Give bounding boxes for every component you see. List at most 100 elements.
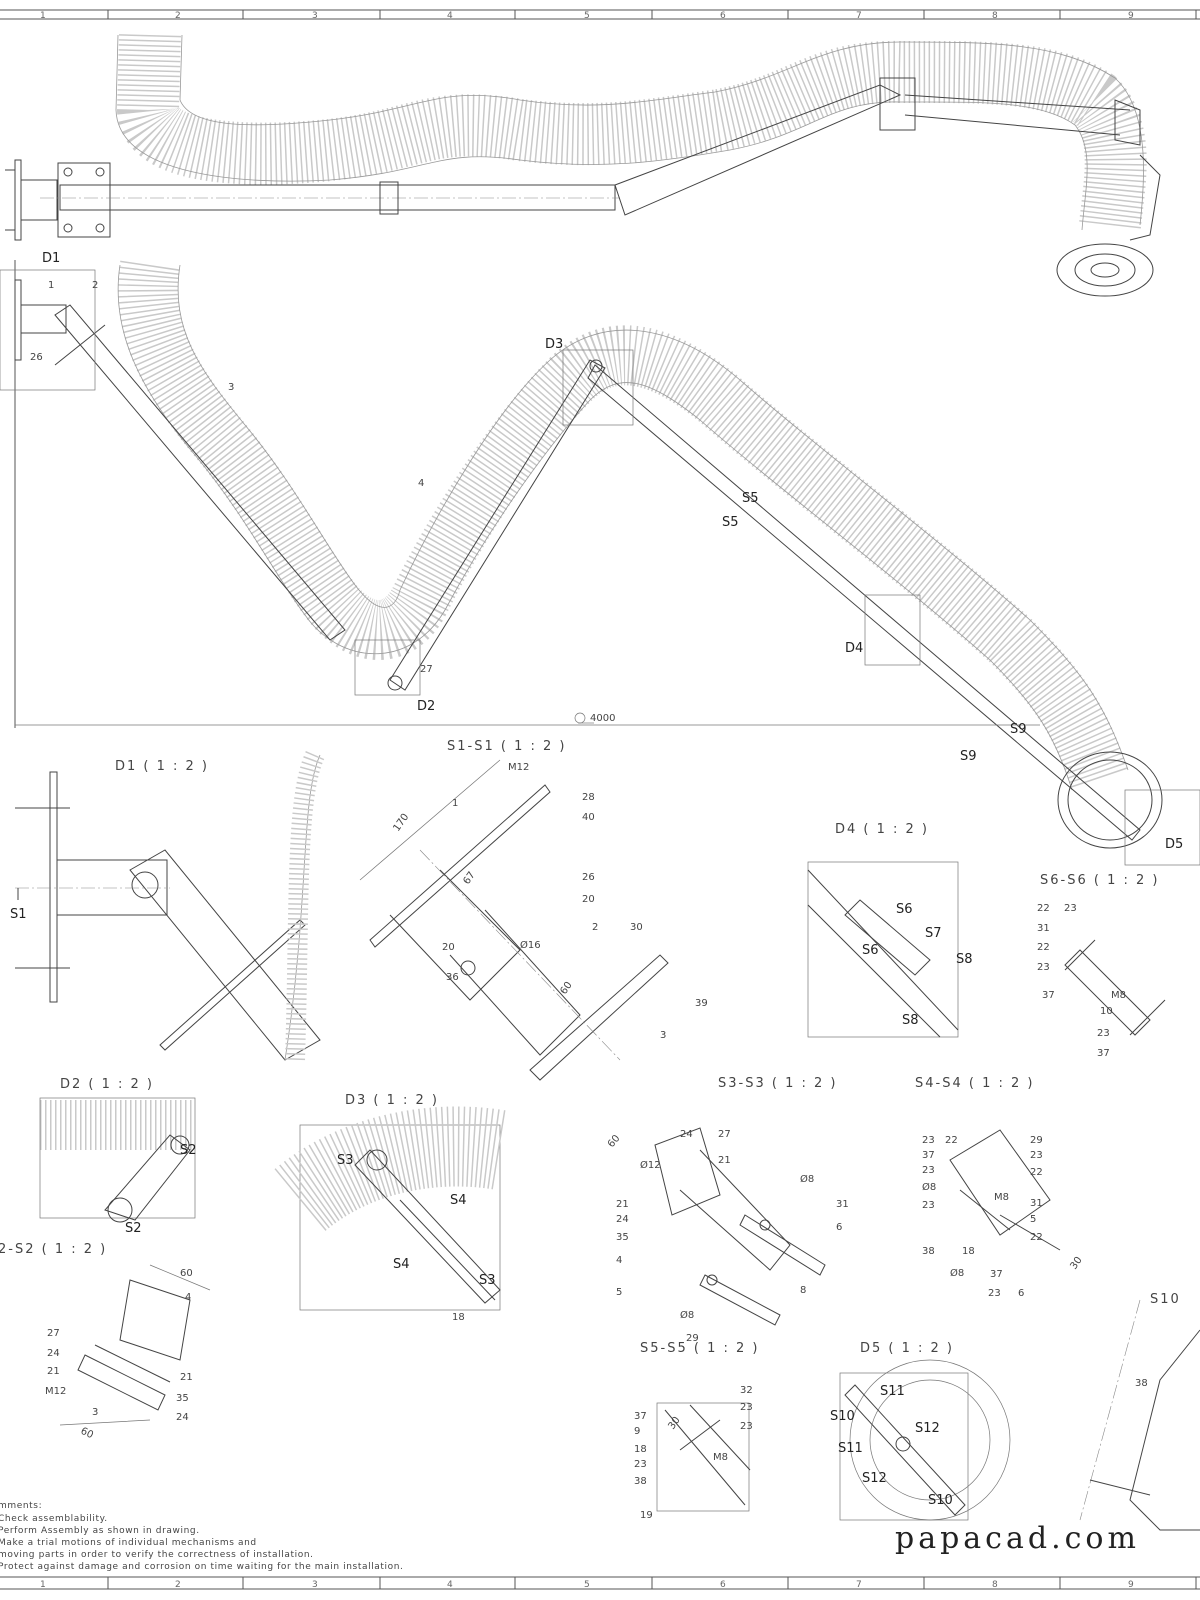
callout-label: 4 [616,1255,622,1266]
callout-label: 22 [945,1135,958,1146]
view-title-d1: D1 ( 1 : 2 ) [115,759,209,774]
callout-label: 27 [420,664,433,675]
callout-label: Ø12 [640,1159,661,1171]
callout-label: 21 [180,1372,193,1383]
callout-label: S4 [450,1193,467,1208]
callout-label: 24 [47,1348,60,1359]
callout-label: 37 [922,1150,935,1161]
callout-label: 37 [634,1411,647,1422]
callout-label: 60 [79,1426,95,1441]
callout-label: D4 [845,641,863,656]
callout-label: 10 [1100,1006,1113,1017]
column-number: 1 [40,1580,46,1590]
callout-label: 31 [1037,923,1050,934]
callout-label: S8 [902,1013,919,1028]
callout-label: 4 [418,478,424,489]
section-s10-drawing [1079,1299,1200,1531]
callout-label: 24 [176,1412,189,1423]
callout-label: 1 [452,798,458,809]
callout-label: M8 [994,1192,1009,1203]
callout-label: S5 [742,491,759,506]
callout-label: 20 [442,942,455,953]
callout-label: 30 [1068,1255,1084,1272]
callout-label: S4 [393,1257,410,1272]
callout-label: 35 [176,1393,189,1404]
view-title-d5: D5 ( 1 : 2 ) [860,1341,954,1356]
callout-label: 5 [1030,1214,1036,1225]
column-number: 7 [856,11,862,21]
detail-d3-drawing [274,1106,507,1311]
callout-label: 29 [686,1333,699,1344]
callout-label: 6 [1018,1288,1024,1299]
callout-label: 23 [922,1165,935,1176]
callout-label: M8 [713,1452,728,1463]
overall-length-dimension: 4000 [590,713,615,724]
callout-label: S10 [830,1409,855,1424]
callout-label: S3 [337,1153,354,1168]
callout-label: 23 [922,1135,935,1146]
view-title-s4: S4-S4 ( 1 : 2 ) [915,1076,1034,1091]
callout-label: 29 [1030,1135,1043,1146]
callout-label: 40 [582,812,595,823]
callout-label: S12 [862,1471,887,1486]
callout-label: Ø8 [950,1267,964,1279]
callout-label: 38 [922,1246,935,1257]
callout-label: 4 [185,1292,191,1303]
detail-d1-drawing [15,750,325,1061]
callout-label: 2 [592,922,598,933]
callout-label: 22 [1037,903,1050,914]
callout-label: 24 [680,1129,693,1140]
callout-label: 2 [92,280,98,291]
callout-label: S5 [722,515,739,530]
callout-label: 5 [616,1287,622,1298]
main-view [0,260,1200,866]
comment-line: Perform Assembly as shown in drawing. [0,1526,200,1536]
callout-label: 3 [660,1030,666,1041]
callout-label: 22 [1030,1232,1043,1243]
callout-label: 27 [47,1328,60,1339]
callout-label: M12 [45,1386,66,1397]
callout-label: 21 [47,1366,60,1377]
column-number: 3 [312,1580,318,1590]
callout-label: 36 [446,972,459,983]
section-s6-drawing [1064,939,1166,1036]
comments-block: mments: Check assemblability. Perform As… [0,1501,404,1572]
detail-d4-drawing [807,861,959,1038]
callout-label: Ø16 [520,939,541,951]
callout-label: Ø8 [922,1181,936,1193]
callout-label: 22 [1037,942,1050,953]
callout-label: 38 [1135,1378,1148,1389]
section-s1-drawing [359,759,669,1081]
callout-label: 18 [634,1444,647,1455]
callout-label: 26 [582,872,595,883]
hose-main [118,260,1129,790]
callout-label: 170 [391,812,411,834]
callout-label: 31 [836,1199,849,1210]
callout-label: S11 [838,1441,863,1456]
callout-label: 60 [606,1133,623,1150]
callout-label: 23 [1097,1028,1110,1039]
callout-label: 27 [718,1129,731,1140]
callout-label: 23 [1030,1150,1043,1161]
section-s5-drawing [656,1402,751,1512]
view-title-d4: D4 ( 1 : 2 ) [835,822,929,837]
callout-label: 60 [180,1268,193,1279]
callout-label: M8 [1111,990,1126,1001]
callout-label: 31 [1030,1198,1043,1209]
callout-label: 23 [922,1200,935,1211]
callout-label: 35 [616,1232,629,1243]
callout-label: 23 [634,1459,647,1470]
hose-top [116,34,1147,229]
callout-label: S3 [479,1273,496,1288]
column-number: 2 [175,11,181,21]
column-number: 9 [1128,11,1134,21]
column-number: 3 [312,11,318,21]
comment-line: Protect against damage and corrosion on … [0,1562,404,1572]
callout-label: 67 [461,870,477,887]
callout-label: Ø8 [800,1173,814,1185]
view-title-s2: 2-S2 ( 1 : 2 ) [0,1242,107,1257]
callout-label: 3 [228,382,234,393]
callout-label: 32 [740,1385,753,1396]
callout-label: D1 [42,251,60,266]
